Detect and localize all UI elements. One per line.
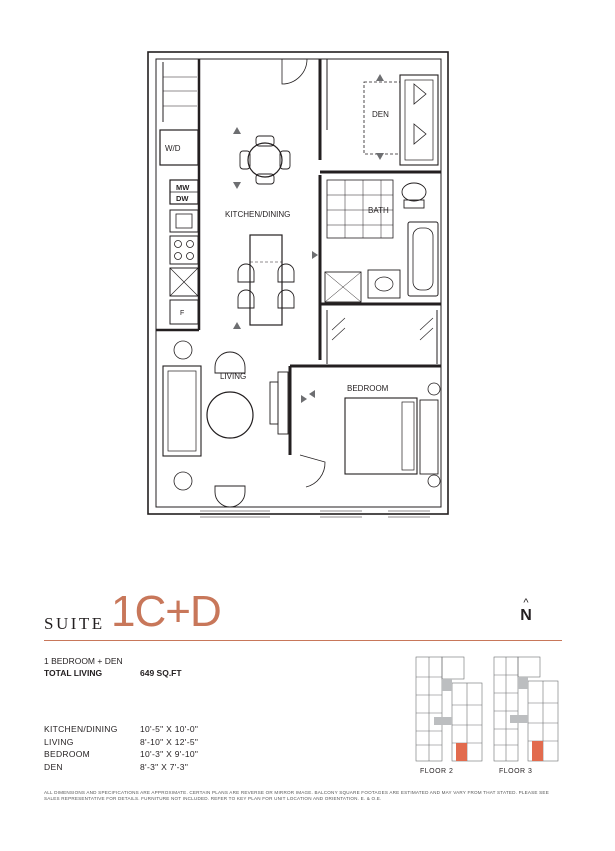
- keyplan-highlight-floor-2: [456, 743, 467, 761]
- room-name: KITCHEN/DINING: [44, 724, 118, 734]
- keyplan-floor-3: [493, 656, 559, 762]
- label-living: LIVING: [220, 372, 246, 381]
- room-dims: 10'-5" X 10'-0": [140, 724, 199, 734]
- north-arrow-icon: ^: [523, 597, 529, 609]
- label-dw: DW: [176, 194, 189, 203]
- keyplan-highlight-floor-3: [532, 741, 543, 761]
- label-fridge: F: [180, 310, 184, 317]
- label-bath: BATH: [368, 206, 389, 215]
- room-dimensions: KITCHEN/DINING 10'-5" X 10'-0" LIVING 8'…: [44, 724, 260, 774]
- unit-type: 1 BEDROOM + DEN: [44, 656, 123, 666]
- suite-code: 1C+D: [111, 587, 222, 636]
- room-name: DEN: [44, 761, 63, 772]
- room-row: LIVING 8'-10" X 12'-5": [44, 737, 260, 750]
- total-living-value: 649 SQ.FT: [140, 668, 182, 678]
- label-wd: W/D: [165, 144, 181, 153]
- room-dims: 8'-10" X 12'-5": [140, 736, 199, 747]
- room-dims: 10'-3" X 9'-10": [140, 749, 199, 759]
- keyplan-floor-3-label: FLOOR 3: [499, 768, 533, 775]
- keyplan-floor-2-label: FLOOR 2: [420, 768, 454, 775]
- floor-plan: W/D MW DW F DEN BATH KITCHEN/DINING LIVI…: [147, 51, 449, 518]
- disclaimer: ALL DIMENSIONS AND SPECIFICATIONS ARE AP…: [44, 790, 549, 801]
- room-dims: 8'-3" X 7'-3": [140, 761, 189, 772]
- keyplan-floor-2: [415, 656, 483, 762]
- room-name: LIVING: [44, 736, 74, 747]
- total-living-label: TOTAL LIVING: [44, 668, 103, 678]
- label-mw: MW: [176, 183, 190, 192]
- room-row: DEN 8'-3" X 7'-3": [44, 762, 260, 775]
- suite-word: SUITE: [44, 614, 105, 633]
- accent-rule: [44, 640, 562, 641]
- room-row: BEDROOM 10'-3" X 9'-10": [44, 749, 260, 762]
- room-row: KITCHEN/DINING 10'-5" X 10'-0": [44, 724, 260, 737]
- north-indicator: ^ N: [516, 598, 536, 624]
- label-den: DEN: [372, 110, 389, 119]
- room-name: BEDROOM: [44, 749, 91, 759]
- north-letter: N: [520, 607, 532, 624]
- outer-wall: [147, 51, 449, 515]
- label-kitchen-dining: KITCHEN/DINING: [225, 210, 290, 219]
- label-bedroom: BEDROOM: [347, 384, 389, 393]
